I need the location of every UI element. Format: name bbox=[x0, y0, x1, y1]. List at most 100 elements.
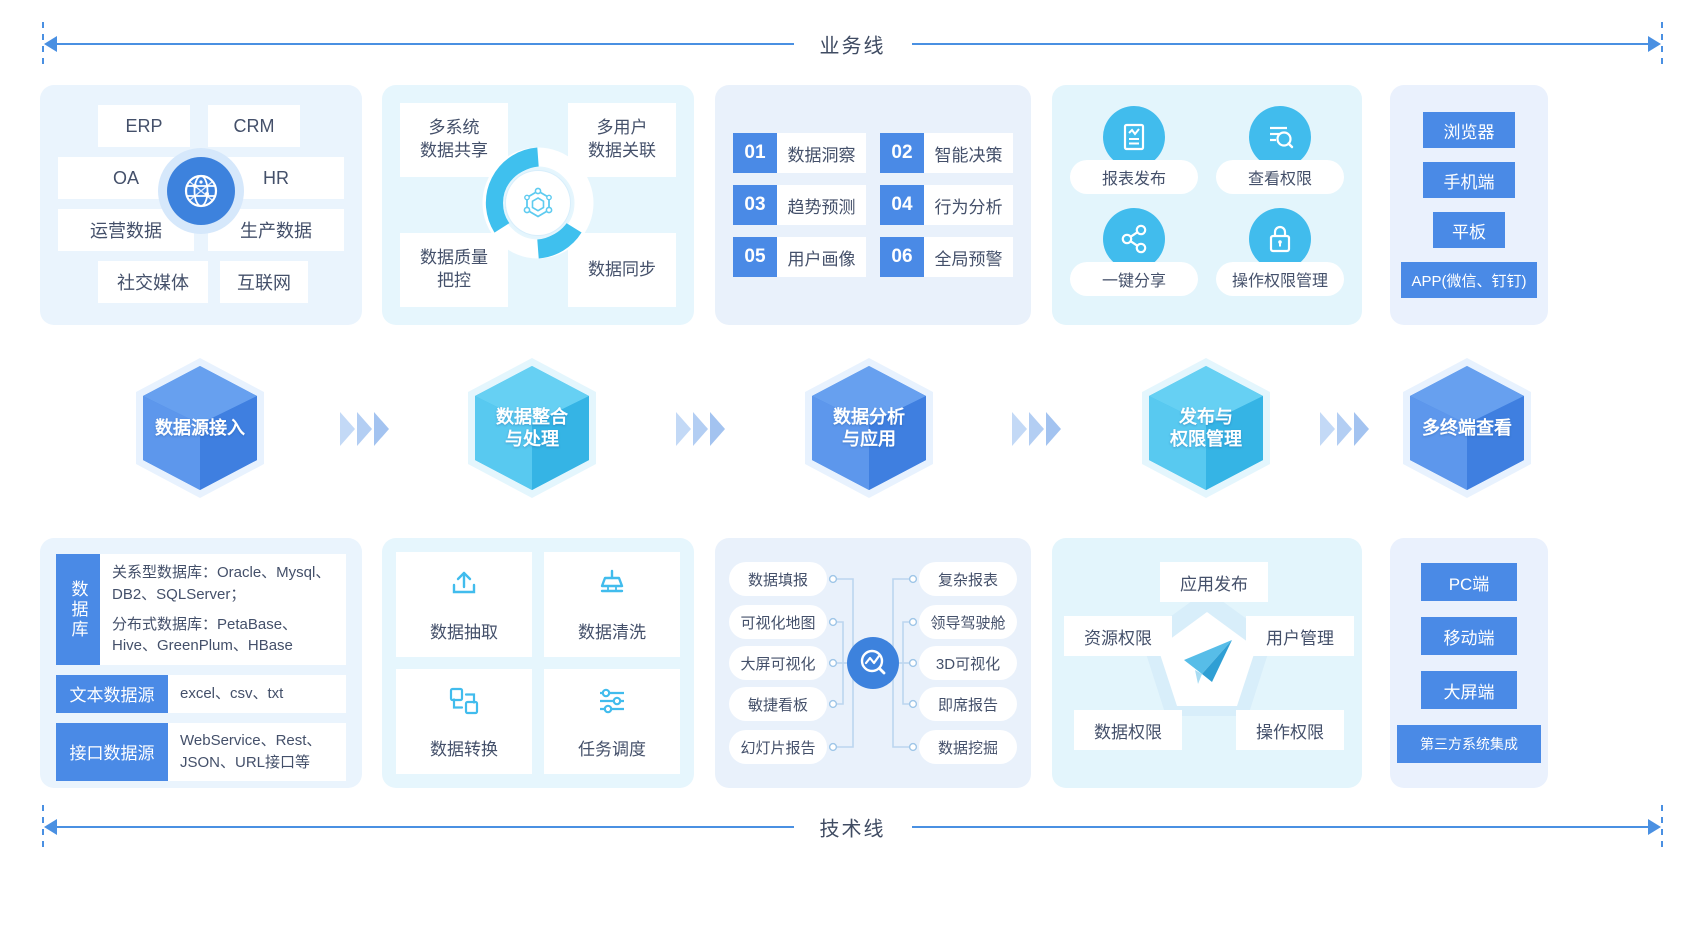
publish-feature-view-permission[interactable]: 查看权限 bbox=[1216, 106, 1344, 202]
terminal2-chip-pc[interactable]: PC端 bbox=[1421, 563, 1517, 601]
permission-chip-operation[interactable]: 操作权限 bbox=[1236, 710, 1344, 750]
panel-terminals-top: 浏览器 手机端 平板 APP(微信、钉钉) bbox=[1390, 85, 1548, 325]
app-pill-data-entry[interactable]: 数据填报 bbox=[729, 562, 827, 596]
stage-hex-label-wrap: 多终端查看 bbox=[1393, 352, 1541, 504]
stage-hex-label-wrap: 数据整合 与处理 bbox=[458, 352, 606, 504]
app-pill-agile-dashboard[interactable]: 敏捷看板 bbox=[729, 687, 827, 721]
business-line-label: 业务线 bbox=[793, 29, 912, 59]
cube-nodes-icon bbox=[506, 171, 570, 235]
source-chip-social-media[interactable]: 社交媒体 bbox=[98, 261, 208, 303]
stage-label-line-2: 与应用 bbox=[842, 429, 896, 449]
app-pill-leader-cockpit[interactable]: 领导驾驶舱 bbox=[919, 605, 1017, 639]
analysis-number-04: 04 bbox=[880, 185, 924, 225]
stage-hex-data-integration[interactable]: 数据整合 与处理 bbox=[458, 352, 606, 504]
analysis-number-02: 02 bbox=[880, 133, 924, 173]
app-pill-data-mining[interactable]: 数据挖掘 bbox=[919, 730, 1017, 764]
terminal2-chip-mobile[interactable]: 移动端 bbox=[1421, 617, 1517, 655]
publish-feature-label: 操作权限管理 bbox=[1216, 262, 1344, 296]
search-permission-icon bbox=[1249, 106, 1311, 168]
panel-data-analysis: 01 数据洞察 02 智能决策 03 趋势预测 04 行为分析 05 用户画 bbox=[715, 85, 1031, 325]
app-pill-bigscreen-visual[interactable]: 大屏可视化 bbox=[729, 646, 827, 680]
integration-chip-data-quality[interactable]: 数据质量 把控 bbox=[400, 233, 508, 307]
permission-pentagon: 应用发布 资源权限 用户管理 数据权限 操作权限 bbox=[1052, 538, 1362, 788]
analysis-item-04[interactable]: 04 行为分析 bbox=[880, 185, 1013, 225]
integration-chip-data-sync[interactable]: 数据同步 bbox=[568, 233, 676, 307]
datasource-key-database: 数据库 bbox=[56, 554, 100, 665]
terminal2-chip-bigscreen[interactable]: 大屏端 bbox=[1421, 671, 1517, 709]
datasource-value-database: 关系型数据库：Oracle、Mysql、DB2、SQLServer； 分布式数据… bbox=[100, 554, 346, 665]
analysis-label-02: 智能决策 bbox=[934, 145, 1003, 165]
terminal-chip-column: 浏览器 手机端 平板 APP(微信、钉钉) bbox=[1390, 85, 1548, 325]
integration-chip-multiuser-relation[interactable]: 多用户 数据关联 bbox=[568, 103, 676, 177]
analysis-item-06[interactable]: 06 全局预警 bbox=[880, 237, 1013, 277]
terminal-chip-browser[interactable]: 浏览器 bbox=[1423, 112, 1515, 148]
stage-label-line-2: 权限管理 bbox=[1170, 429, 1242, 449]
publish-feature-share[interactable]: 一键分享 bbox=[1070, 208, 1198, 304]
analytics-search-icon bbox=[847, 637, 899, 689]
analysis-number-06: 06 bbox=[880, 237, 924, 277]
chip-line-2: 把控 bbox=[437, 271, 471, 290]
analysis-item-05[interactable]: 05 用户画像 bbox=[733, 237, 866, 277]
publish-feature-label: 查看权限 bbox=[1216, 160, 1344, 194]
source-chip-internet[interactable]: 互联网 bbox=[220, 261, 308, 303]
stage-label-line-2: 与处理 bbox=[505, 429, 559, 449]
permission-chip-user-mgmt[interactable]: 用户管理 bbox=[1246, 616, 1354, 656]
permission-chip-resource[interactable]: 资源权限 bbox=[1064, 616, 1172, 656]
lock-icon bbox=[1249, 208, 1311, 270]
panel-etl-functions: 数据抽取 数据清洗 bbox=[382, 538, 694, 788]
stage-hex-label-wrap: 数据源接入 bbox=[126, 352, 274, 504]
share-icon bbox=[1103, 208, 1165, 270]
stage-hex-label-wrap: 数据分析 与应用 bbox=[795, 352, 943, 504]
upload-box-icon bbox=[447, 567, 481, 606]
analysis-number-03: 03 bbox=[733, 185, 777, 225]
analysis-item-grid: 01 数据洞察 02 智能决策 03 趋势预测 04 行为分析 05 用户画 bbox=[715, 85, 1031, 325]
analysis-label-06: 全局预警 bbox=[934, 249, 1003, 269]
etl-card-clean[interactable]: 数据清洗 bbox=[544, 552, 680, 657]
app-pill-adhoc-report[interactable]: 即席报告 bbox=[919, 687, 1017, 721]
broom-icon bbox=[595, 567, 629, 606]
etl-card-extract[interactable]: 数据抽取 bbox=[396, 552, 532, 657]
chip-line-2: 数据共享 bbox=[420, 141, 488, 160]
app-pill-complex-report[interactable]: 复杂报表 bbox=[919, 562, 1017, 596]
terminal-chip-tablet[interactable]: 平板 bbox=[1433, 212, 1505, 248]
analysis-item-02[interactable]: 02 智能决策 bbox=[880, 133, 1013, 173]
terminal-chip-mobile[interactable]: 手机端 bbox=[1423, 162, 1515, 198]
stage-arrow-1 bbox=[340, 412, 389, 446]
analysis-item-01[interactable]: 01 数据洞察 bbox=[733, 133, 866, 173]
app-pill-slide-report[interactable]: 幻灯片报告 bbox=[729, 730, 827, 764]
source-chip-crm[interactable]: CRM bbox=[208, 105, 300, 147]
etl-card-transform[interactable]: 数据转换 bbox=[396, 669, 532, 774]
chip-line-1: 多系统 bbox=[428, 118, 480, 138]
stage-hex-publish-permission[interactable]: 发布与 权限管理 bbox=[1132, 352, 1280, 504]
permission-chip-data[interactable]: 数据权限 bbox=[1074, 710, 1182, 750]
stage-hex-data-analysis[interactable]: 数据分析 与应用 bbox=[795, 352, 943, 504]
chip-line-2: 数据关联 bbox=[588, 141, 656, 160]
publish-feature-operation-permission[interactable]: 操作权限管理 bbox=[1216, 208, 1344, 304]
terminal-chip-app[interactable]: APP(微信、钉钉) bbox=[1401, 262, 1537, 298]
publish-feature-report[interactable]: 报表发布 bbox=[1070, 106, 1198, 202]
app-pill-visual-map[interactable]: 可视化地图 bbox=[729, 605, 827, 639]
paper-plane-icon bbox=[1184, 640, 1232, 684]
source-hub bbox=[158, 148, 244, 234]
app-pill-3d-visual[interactable]: 3D可视化 bbox=[919, 646, 1017, 680]
stage-hex-multi-terminal[interactable]: 多终端查看 bbox=[1393, 352, 1541, 504]
datasource-row-interface: 接口数据源 WebService、Rest、JSON、URL接口等 bbox=[56, 722, 346, 781]
integration-chip-multisystem-sharing[interactable]: 多系统 数据共享 bbox=[400, 103, 508, 177]
analysis-number-01: 01 bbox=[733, 133, 777, 173]
datasource-value-text: excel、csv、txt bbox=[180, 685, 284, 702]
panel-publish-permission: 报表发布 查看权限 bbox=[1052, 85, 1362, 325]
analysis-item-03[interactable]: 03 趋势预测 bbox=[733, 185, 866, 225]
source-chip-erp[interactable]: ERP bbox=[98, 105, 190, 147]
etl-card-schedule[interactable]: 任务调度 bbox=[544, 669, 680, 774]
axis-line-wrap-bottom: 技术线 bbox=[44, 805, 1661, 849]
stage-label-line-1: 数据源接入 bbox=[155, 417, 245, 438]
stage-hex-data-source-access[interactable]: 数据源接入 bbox=[126, 352, 274, 504]
permission-chip-app-publish[interactable]: 应用发布 bbox=[1160, 562, 1268, 602]
panel-analysis-applications: 数据填报 可视化地图 大屏可视化 敏捷看板 幻灯片报告 复杂报表 领导驾驶舱 3… bbox=[715, 538, 1031, 788]
etl-card-label: 数据清洗 bbox=[578, 622, 646, 642]
stage-label-line-1: 多终端查看 bbox=[1422, 417, 1512, 438]
stage-arrow-4 bbox=[1320, 412, 1369, 446]
stage-label-line-1: 发布与 bbox=[1179, 406, 1233, 427]
terminal2-chip-third-party[interactable]: 第三方系统集成 bbox=[1397, 725, 1541, 763]
axis-dash-right bbox=[1661, 22, 1663, 66]
